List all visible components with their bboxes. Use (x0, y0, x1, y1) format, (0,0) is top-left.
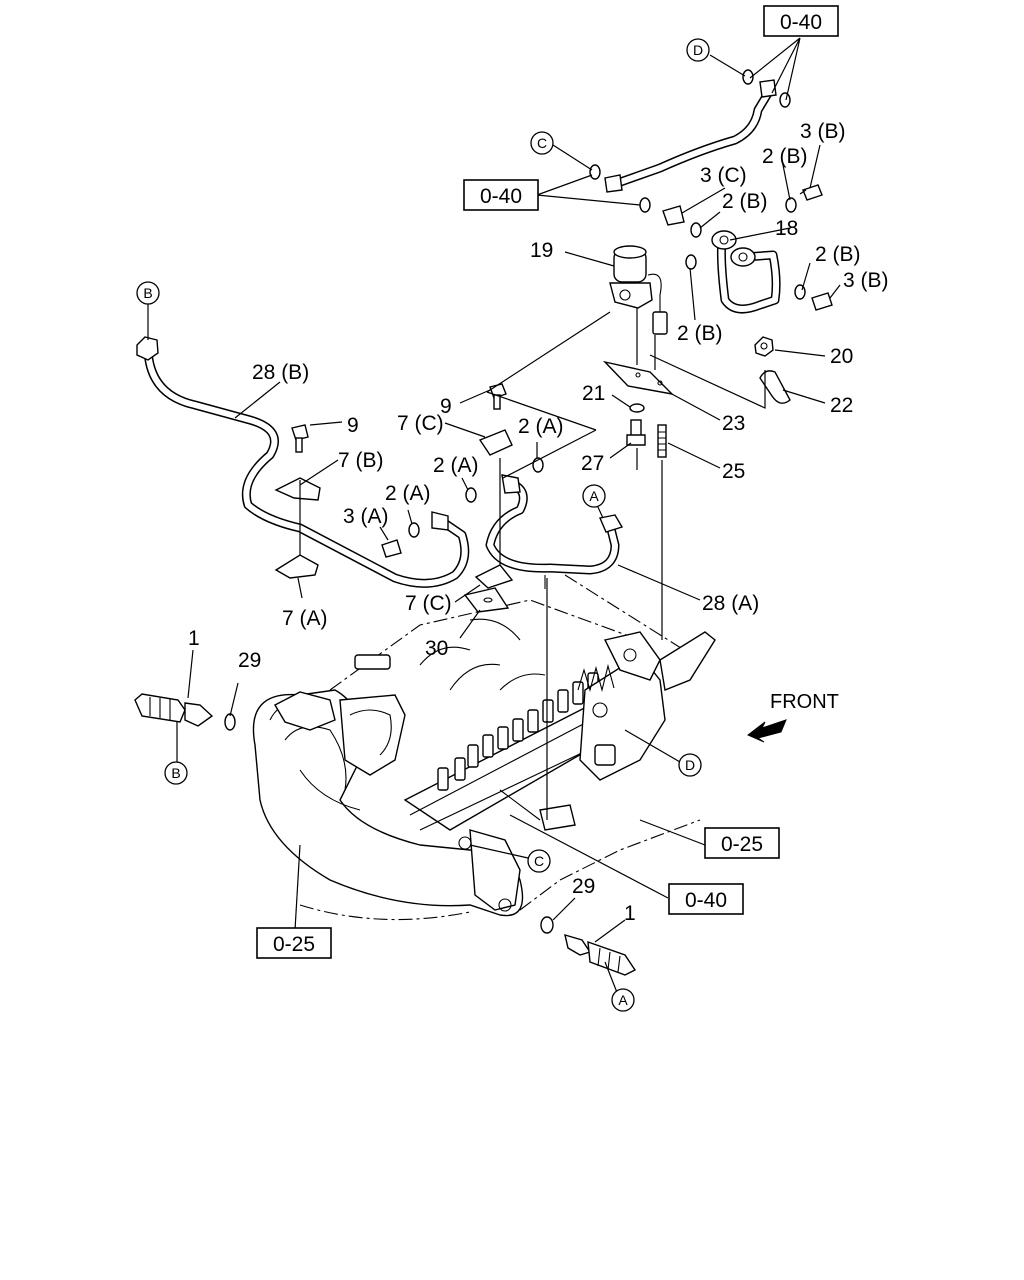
nut-20 (754, 336, 774, 357)
label-3b-top: 3 (B) (800, 120, 846, 143)
bolt-27 (626, 419, 646, 446)
label-3c: 3 (C) (700, 164, 747, 187)
pipe-upper (604, 79, 777, 193)
label-25: 25 (722, 460, 745, 483)
label-2b-2: 2 (B) (722, 190, 768, 213)
circled-d-mid: D (678, 753, 702, 777)
pipe-28b (136, 336, 470, 588)
leader-lines (147, 37, 841, 996)
circled-a-mid: A (582, 484, 606, 508)
ref-0-25-right[interactable]: 0-25 (704, 827, 780, 859)
front-arrow-icon (747, 719, 787, 743)
ref-0-25-left[interactable]: 0-25 (256, 927, 332, 959)
bracket-23 (602, 360, 675, 396)
label-2a-low: 2 (A) (385, 482, 431, 505)
sensor-left (134, 693, 214, 727)
ref-label: 0-40 (480, 185, 522, 208)
label-2a-mid: 2 (A) (433, 454, 479, 477)
circled-b-top: B (136, 281, 160, 305)
engine-block (252, 574, 716, 921)
ref-0-40-bottom[interactable]: 0-40 (668, 883, 744, 915)
label-28a: 28 (A) (702, 592, 759, 615)
label-7a: 7 (A) (282, 607, 328, 630)
washer-21 (629, 403, 645, 413)
label-19: 19 (530, 239, 553, 262)
circled-c-top: C (530, 131, 554, 155)
sensor-right (564, 933, 637, 976)
circled-b-bottom: B (164, 761, 188, 785)
label-9-top: 9 (440, 395, 452, 418)
circled-d-top: D (686, 38, 710, 62)
svg-text:B: B (143, 285, 152, 301)
label-3b-bottom: 3 (B) (843, 269, 889, 292)
label-29-left: 29 (238, 649, 261, 672)
svg-text:A: A (618, 992, 628, 1008)
svg-text:D: D (685, 757, 695, 773)
label-2b-4: 2 (B) (677, 322, 723, 345)
pipe-28a (485, 474, 624, 575)
ref-label: 0-25 (273, 933, 315, 956)
label-27: 27 (581, 452, 604, 475)
circled-a-bottom: A (611, 988, 635, 1012)
part-labels: 3 (B) 2 (B) 3 (C) 2 (B) 18 19 2 (B) 3 (B… (188, 120, 889, 925)
ref-label: 0-25 (721, 833, 763, 856)
label-22: 22 (830, 394, 853, 417)
label-20: 20 (830, 345, 853, 368)
label-28b: 28 (B) (252, 361, 309, 384)
label-2b-1: 2 (B) (762, 145, 808, 168)
front-indicator: FRONT (747, 691, 839, 743)
label-1-left: 1 (188, 627, 200, 650)
svg-text:B: B (171, 765, 180, 781)
svg-text:C: C (537, 135, 547, 151)
label-9-left: 9 (347, 414, 359, 437)
label-2a-top: 2 (A) (518, 415, 564, 438)
injector-row (437, 672, 599, 791)
circled-c-bottom: C (527, 849, 551, 873)
ref-label: 0-40 (780, 11, 822, 34)
pipe-18 (711, 230, 781, 314)
solenoid-valve (609, 245, 668, 335)
svg-text:C: C (534, 853, 544, 869)
ref-0-40-mid[interactable]: 0-40 (463, 179, 539, 211)
label-21: 21 (582, 382, 605, 405)
label-7b: 7 (B) (338, 449, 384, 472)
stud-25 (657, 424, 667, 458)
label-18: 18 (775, 217, 798, 240)
clip-22 (759, 370, 791, 404)
clamps (274, 429, 514, 613)
fasteners (224, 69, 833, 934)
label-7c-top: 7 (C) (397, 412, 444, 435)
svg-text:D: D (693, 42, 703, 58)
label-1-right: 1 (624, 902, 636, 925)
label-7c-low: 7 (C) (405, 592, 452, 615)
label-29-right: 29 (572, 875, 595, 898)
label-3a: 3 (A) (343, 505, 389, 528)
ref-label: 0-40 (685, 889, 727, 912)
front-label: FRONT (770, 691, 839, 713)
ref-0-40-top[interactable]: 0-40 (763, 5, 839, 37)
label-23: 23 (722, 412, 745, 435)
svg-text:A: A (589, 488, 599, 504)
label-2b-3: 2 (B) (815, 243, 861, 266)
label-30: 30 (425, 637, 448, 660)
